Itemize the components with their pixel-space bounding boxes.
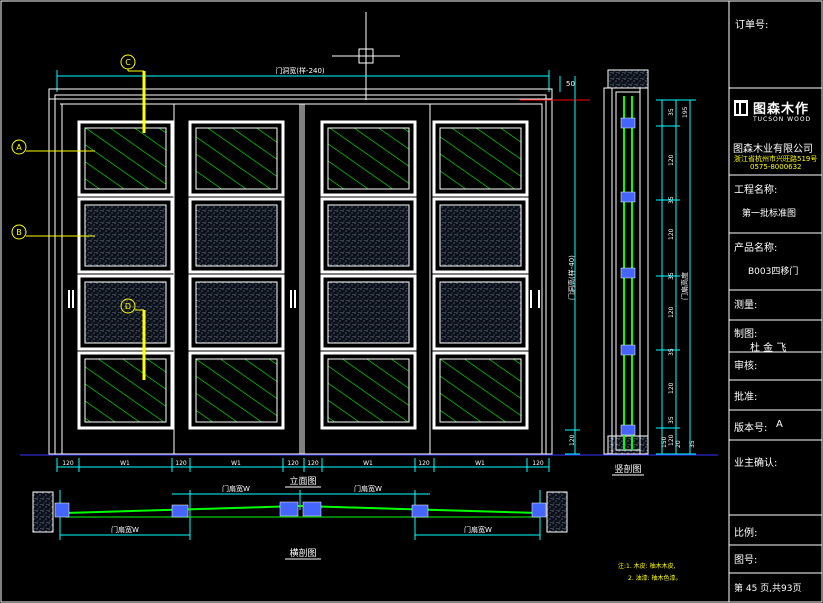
svg-text:120: 120 — [668, 154, 675, 166]
company-address: 浙江省杭州市兴旺路519号 — [734, 155, 818, 163]
page-label: 第 45 页,共93页 — [734, 584, 802, 594]
svg-text:35: 35 — [668, 416, 675, 424]
leaf-1-panels — [77, 120, 174, 430]
door-handles — [68, 290, 540, 308]
top-dimension — [56, 70, 576, 100]
svg-text:120: 120 — [668, 306, 675, 318]
side-dim-labels: 35 120 195 35 120 35 120 35 120 35 120 — [668, 106, 689, 446]
approve-label: 批准: — [734, 392, 758, 403]
svg-text:W1: W1 — [231, 460, 241, 467]
review-label: 审核: — [734, 361, 758, 372]
version-label: 版本号: — [734, 423, 768, 434]
svg-text:35: 35 — [689, 440, 696, 448]
svg-text:120: 120 — [418, 460, 430, 467]
project-value: 第一批标准图 — [742, 209, 797, 219]
svg-text:A: A — [16, 143, 22, 152]
svg-text:195: 195 — [682, 106, 689, 118]
svg-text:120: 120 — [668, 382, 675, 394]
leaf-4-panels — [432, 120, 529, 430]
leaf-2-panels — [188, 120, 285, 430]
drafter-label: 制图: — [734, 329, 758, 340]
svg-text:门扇宽W: 门扇宽W — [464, 525, 492, 534]
svg-text:B: B — [16, 228, 22, 237]
project-label: 工程名称: — [734, 185, 778, 196]
svg-text:D: D — [125, 302, 131, 311]
overall-width-label: 门洞宽(样-240) — [275, 66, 325, 75]
svg-text:120: 120 — [287, 460, 299, 467]
section-bottom-dim-labels: 150 20 35 — [661, 436, 696, 448]
logo-en: TUCSON WOOD — [753, 116, 812, 123]
svg-text:20: 20 — [675, 440, 682, 448]
bottom-dim-labels: 120 W1 120 W1 120 120 W1 120 W1 120 — [62, 460, 544, 467]
company-phone: 0575-8000632 — [750, 163, 802, 171]
svg-text:W1: W1 — [120, 460, 130, 467]
vertical-section — [603, 69, 649, 455]
company-logo: 图森木作 TUCSON WOOD — [734, 98, 820, 128]
callouts — [11, 54, 146, 380]
door-height-label: 门扇高度 — [680, 272, 689, 300]
note-line-1: 注:1. 木皮: 柚木木皮, — [618, 562, 676, 570]
note-line-2: 2. 油漆: 柚木色漆。 — [628, 574, 682, 582]
version-value: A — [776, 419, 783, 430]
svg-text:W1: W1 — [363, 460, 373, 467]
drawing-no-label: 图号: — [734, 555, 758, 566]
logo-cn: 图森木作 — [753, 102, 810, 117]
callout-labels: A B C D — [16, 58, 131, 311]
bottom-dimension-chain — [56, 458, 550, 472]
height-dimension — [565, 100, 580, 455]
door-leaves — [61, 103, 543, 455]
svg-text:门扇宽W: 门扇宽W — [222, 484, 250, 493]
drafter-value: 杜 金 飞 — [750, 343, 787, 354]
title-block-grid — [729, 87, 822, 574]
svg-text:120: 120 — [307, 460, 319, 467]
svg-text:35: 35 — [668, 108, 675, 116]
section-title: 竖剖图 — [614, 463, 641, 475]
elevation-title: 立面图 — [289, 475, 316, 487]
height-label: 门洞高(样-40) — [567, 255, 576, 300]
svg-text:120: 120 — [668, 434, 675, 446]
top-right-dim: 50 — [566, 80, 575, 88]
side-dimensions — [656, 99, 696, 455]
center-mark — [332, 12, 400, 100]
logo-mark-icon — [734, 100, 748, 116]
svg-text:120: 120 — [668, 228, 675, 240]
order-no-label: 订单号: — [735, 20, 769, 31]
plan-section — [32, 490, 568, 540]
svg-text:35: 35 — [668, 196, 675, 204]
product-value: B003四移门 — [748, 267, 799, 277]
plan-title: 横剖图 — [289, 547, 316, 559]
svg-text:120: 120 — [62, 460, 74, 467]
company-name: 图森木业有限公司 — [733, 144, 813, 155]
svg-text:35: 35 — [668, 272, 675, 280]
svg-text:W1: W1 — [475, 460, 485, 467]
svg-text:35: 35 — [668, 348, 675, 356]
svg-text:门扇宽W: 门扇宽W — [111, 525, 139, 534]
svg-text:C: C — [125, 58, 131, 67]
leaf-3-panels — [320, 120, 417, 430]
scale-label: 比例: — [734, 528, 758, 539]
owner-confirm-label: 业主确认: — [734, 458, 778, 469]
svg-text:120: 120 — [532, 460, 544, 467]
svg-text:150: 150 — [661, 436, 668, 448]
survey-label: 测量: — [734, 300, 758, 311]
product-label: 产品名称: — [734, 243, 778, 254]
svg-text:120: 120 — [175, 460, 187, 467]
svg-text:门扇宽W: 门扇宽W — [354, 484, 382, 493]
bottom-height-dim: 120 — [569, 434, 576, 446]
plan-dim-labels: 门扇宽W 门扇宽W 门扇宽W 门扇宽W — [111, 484, 492, 534]
